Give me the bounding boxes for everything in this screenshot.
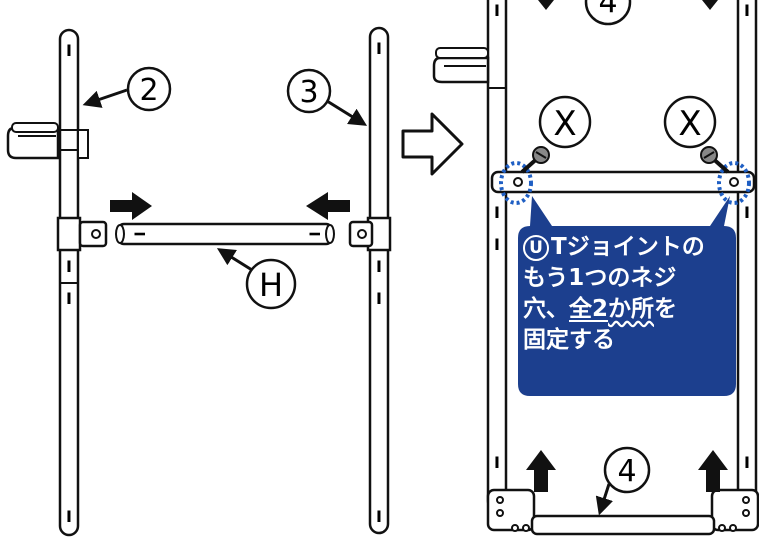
- label-3-circle: [286, 68, 332, 114]
- callout-line-3a: 穴、: [523, 296, 569, 322]
- label-2: 2: [139, 73, 158, 108]
- label-x-right: X: [678, 104, 701, 144]
- pole-mark: I: [494, 203, 500, 222]
- label-3: 3: [299, 75, 318, 110]
- callout-line-3c: か所: [608, 296, 655, 322]
- pole-mark: I: [376, 289, 382, 308]
- callout-box: [518, 196, 736, 396]
- highlight-ring-right: [717, 161, 751, 205]
- screw-icon: [700, 146, 730, 174]
- left-pole: [58, 28, 80, 537]
- label-h-pointer: [216, 248, 253, 272]
- pole-mark: I: [133, 231, 149, 236]
- label-2-circle: [126, 66, 172, 112]
- callout-line-3d: を: [654, 296, 678, 322]
- pole-mark: I: [376, 39, 382, 58]
- label-4-bottom-circle: [603, 446, 651, 494]
- label-x-left: X: [553, 104, 576, 144]
- pole-mark: I: [494, 1, 500, 20]
- u-badge-icon: U: [523, 235, 549, 261]
- pole-mark: I: [744, 1, 750, 20]
- label-h-circle: [245, 258, 297, 310]
- right-t-joint: [348, 216, 392, 252]
- highlight-ring-left: [499, 161, 533, 205]
- pole-mark: I: [66, 257, 72, 276]
- label-h: H: [259, 266, 283, 304]
- hollow-right-arrow-icon: [401, 112, 464, 176]
- pole-mark: I: [66, 507, 72, 526]
- pole-mark: I: [376, 257, 382, 276]
- assembled-horizontal-bar: [490, 170, 756, 194]
- callout-line-3b: 全2: [569, 296, 609, 322]
- up-arrow-icon: [698, 450, 728, 492]
- right-pole: [368, 26, 390, 535]
- right-arrow-icon: [110, 192, 152, 220]
- label-x-left-circle: [538, 95, 592, 149]
- label-4-top: 4: [598, 0, 617, 20]
- pole-mark: I: [66, 289, 72, 308]
- left-t-joint: [56, 216, 108, 252]
- label-x-right-circle: [663, 95, 717, 149]
- up-arrow-icon: [526, 450, 556, 492]
- callout-line-3: 穴、全2か所を: [523, 294, 737, 325]
- down-tick-right: [702, 0, 718, 10]
- pole-mark: I: [308, 231, 324, 236]
- pole-mark: I: [494, 453, 500, 472]
- bottom-frame: [486, 488, 759, 536]
- label-4-bottom: 4: [617, 454, 636, 489]
- label-3-pointer: [326, 99, 368, 126]
- label-4-top-circle: [584, 0, 632, 26]
- pole-mark: I: [744, 203, 750, 222]
- callout-line-2: もう1つのネジ: [523, 265, 677, 291]
- label-4-pointer: [595, 483, 613, 516]
- left-shelf-bracket: [6, 122, 89, 160]
- left-arrow-icon: [306, 192, 350, 220]
- assembled-shelf-bracket: [432, 47, 490, 84]
- assembled-right-pole: [736, 0, 758, 512]
- assembled-left-pole: [486, 0, 508, 512]
- pole-mark: I: [376, 507, 382, 526]
- pole-mark: I: [744, 453, 750, 472]
- callout-line-4: 固定する: [523, 327, 615, 353]
- down-tick-left: [538, 0, 554, 10]
- pole-mark: I: [66, 41, 72, 60]
- pole-mark: I: [494, 235, 500, 254]
- horizontal-bar-h: [115, 222, 335, 246]
- screw-icon: [520, 146, 550, 174]
- label-2-pointer: [82, 88, 128, 108]
- callout-line-1-text: Tジョイントの: [551, 234, 705, 260]
